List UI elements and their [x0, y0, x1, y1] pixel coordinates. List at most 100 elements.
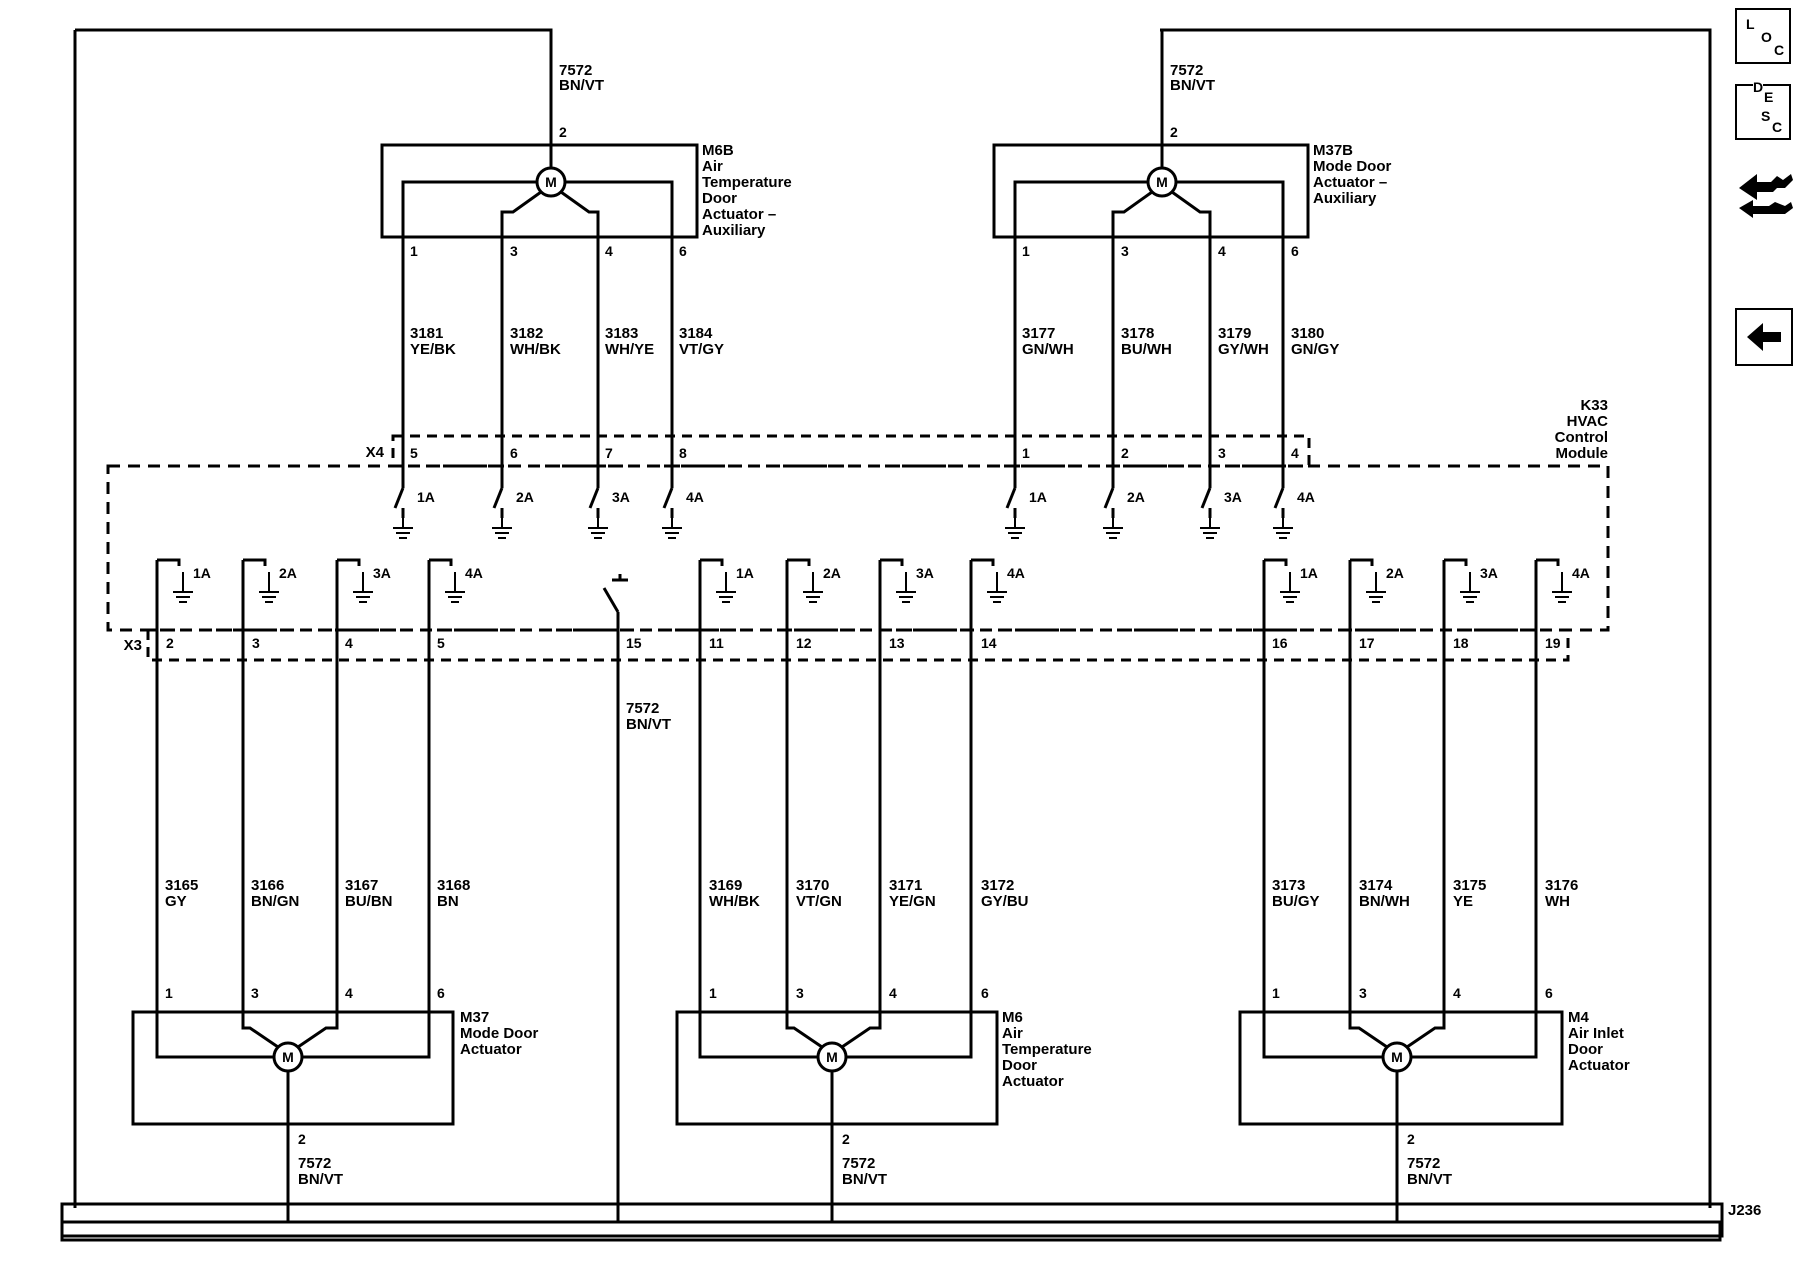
- actuator-m6-pin-1: 1: [709, 985, 717, 1001]
- actuator-m6b-label: Air: [702, 158, 723, 175]
- actuator-m37b-x4-pin-3: 3: [1218, 445, 1226, 461]
- actuator-m37-circuit-3166: 3166: [251, 877, 284, 894]
- x4-label: X4: [366, 444, 385, 461]
- actuator-m37-x3-pin-5: 5: [437, 635, 445, 651]
- actuator-m4-supply-circuit: 7572: [1407, 1155, 1440, 1172]
- x3-connector: [146, 628, 1570, 662]
- actuator-m6-motor-label: M: [826, 1049, 838, 1065]
- actuator-m6b-x4-pin-7: 7: [605, 445, 613, 461]
- x4-connector: [391, 434, 1311, 468]
- actuator-m37-circuit-3167: 3167: [345, 877, 378, 894]
- hvac-module-boundary: [106, 464, 1610, 632]
- back-arrow-icon: [1747, 323, 1781, 351]
- back-button[interactable]: [1735, 308, 1793, 366]
- actuator-m37b-color-3180: GN/GY: [1291, 341, 1339, 358]
- actuator-m37-motor-label: M: [282, 1049, 294, 1065]
- actuator-m4-label: Door: [1568, 1041, 1603, 1058]
- actuator-m37-x3-pin-3: 3: [252, 635, 260, 651]
- actuator-m6b-label: Actuator –: [702, 206, 776, 223]
- actuator-m6-pin-6: 6: [981, 985, 989, 1001]
- actuator-m37-switch-3-label: 3A: [373, 565, 391, 581]
- actuator-m6-pin-3: 3: [796, 985, 804, 1001]
- actuator-m6-x3-pin-14: 14: [981, 635, 997, 651]
- actuator-m6-winding-3: [785, 1000, 823, 1049]
- actuator-m37-pin-6: 6: [437, 985, 445, 1001]
- actuator-m37-winding-6: [302, 1000, 431, 1059]
- actuator-m37b-switch-4-blade: [1273, 487, 1285, 509]
- actuator-m6-circuit-3170: 3170: [796, 877, 829, 894]
- actuator-m37-color-3168: BN: [437, 893, 459, 910]
- actuator-m6-color-3170: VT/GN: [796, 893, 842, 910]
- module-supply-pin: 15: [626, 635, 642, 651]
- actuator-m6-supply-color: BN/VT: [842, 1171, 887, 1188]
- actuator-m6-pin-4: 4: [889, 985, 897, 1001]
- actuator-m4-switch-1-blade: [1264, 558, 1288, 566]
- connector-icon[interactable]: [1735, 158, 1795, 224]
- actuator-m37b-label: M37B: [1313, 142, 1353, 159]
- actuator-m37b-circuit-3177: 3177: [1022, 325, 1055, 342]
- actuator-m37b-pin-3: 3: [1121, 243, 1129, 259]
- actuator-m37-winding-1: [155, 1000, 274, 1059]
- actuator-m37-color-3167: BU/BN: [345, 893, 393, 910]
- actuator-m6b-supply-pin: 2: [559, 124, 567, 140]
- actuator-m6b-circuit-3182: 3182: [510, 325, 543, 342]
- actuator-m37b-label: Mode Door: [1313, 158, 1391, 175]
- actuator-m6b-label: M6B: [702, 142, 734, 159]
- hvac-module-label: Module: [1556, 445, 1609, 462]
- actuator-m6b-pin-4: 4: [605, 243, 613, 259]
- actuator-m6-supply-circuit: 7572: [842, 1155, 875, 1172]
- actuator-m6b-switch-4-label: 4A: [686, 489, 704, 505]
- actuator-m37-switch-2-blade: [243, 558, 267, 566]
- actuator-m6-x3-pin-11: 11: [709, 635, 724, 651]
- actuator-m37b-winding-3: [1111, 190, 1153, 236]
- location-button[interactable]: L O C: [1735, 8, 1791, 64]
- desc-letter-s: S: [1761, 108, 1771, 124]
- ground-bus-outer: [60, 1220, 1724, 1238]
- ground-bus-inner: [60, 1202, 1724, 1224]
- actuator-m4-circuit-3174: 3174: [1359, 877, 1393, 894]
- actuator-m37-label: M37: [460, 1009, 489, 1026]
- actuator-m4-switch-2-label: 2A: [1386, 565, 1404, 581]
- actuator-m6-switch-3-blade: [880, 558, 904, 566]
- actuator-m37-switch-2-label: 2A: [279, 565, 297, 581]
- actuator-m6-color-3172: GY/BU: [981, 893, 1029, 910]
- actuator-m4-switch-1-label: 1A: [1300, 565, 1318, 581]
- actuator-m37-supply-pin: 2: [298, 1131, 306, 1147]
- actuator-m37b-supply-pin: 2: [1170, 124, 1178, 140]
- actuator-m4-switch-3-blade: [1444, 558, 1468, 566]
- hvac-module-label: HVAC: [1567, 413, 1609, 430]
- actuator-m37-circuit-3165: 3165: [165, 877, 198, 894]
- hvac-module-label: Control: [1555, 429, 1608, 446]
- actuator-m6-circuit-3169: 3169: [709, 877, 742, 894]
- actuator-m6b-switch-2-label: 2A: [516, 489, 534, 505]
- actuator-m6-circuit-3171: 3171: [889, 877, 922, 894]
- actuator-m37b-x4-pin-1: 1: [1022, 445, 1030, 461]
- actuator-m37b-winding-4b: [1171, 190, 1212, 236]
- actuator-m6b-winding-4b: [560, 190, 600, 236]
- actuator-m6-winding-4: [841, 1000, 882, 1049]
- actuator-m37-color-3166: BN/GN: [251, 893, 299, 910]
- actuator-m6-label: Temperature: [1002, 1041, 1092, 1058]
- actuator-m37b-circuit-3178: 3178: [1121, 325, 1154, 342]
- actuator-m6b-color-3181: YE/BK: [410, 341, 456, 358]
- actuator-m6-label: Door: [1002, 1057, 1037, 1074]
- description-button[interactable]: D E S C: [1735, 79, 1791, 140]
- actuator-m6b-x4-pin-5: 5: [410, 445, 418, 461]
- actuator-m37-pin-3: 3: [251, 985, 259, 1001]
- actuator-m37b-color-3177: GN/WH: [1022, 341, 1074, 358]
- actuator-m4-winding-4: [1406, 1000, 1446, 1049]
- actuator-m4-supply-color: BN/VT: [1407, 1171, 1452, 1188]
- actuator-m6b-pin-3: 3: [510, 243, 518, 259]
- actuator-m6-label: Actuator: [1002, 1073, 1064, 1090]
- actuator-m6-label: M6: [1002, 1009, 1023, 1026]
- actuator-m37b-circuit-3179: 3179: [1218, 325, 1251, 342]
- actuator-m6-switch-3-label: 3A: [916, 565, 934, 581]
- actuator-m6b-supply-circuit: 7572: [559, 62, 592, 79]
- actuator-m37-switch-1-label: 1A: [193, 565, 211, 581]
- actuator-m4-pin-4: 4: [1453, 985, 1461, 1001]
- actuator-m37-x3-pin-2: 2: [166, 635, 174, 651]
- actuator-m4-color-3174: BN/WH: [1359, 893, 1410, 910]
- actuator-m37b-switch-2-blade: [1103, 487, 1115, 509]
- actuator-m6b-body: [380, 143, 699, 239]
- actuator-m4-label: Air Inlet: [1568, 1025, 1624, 1042]
